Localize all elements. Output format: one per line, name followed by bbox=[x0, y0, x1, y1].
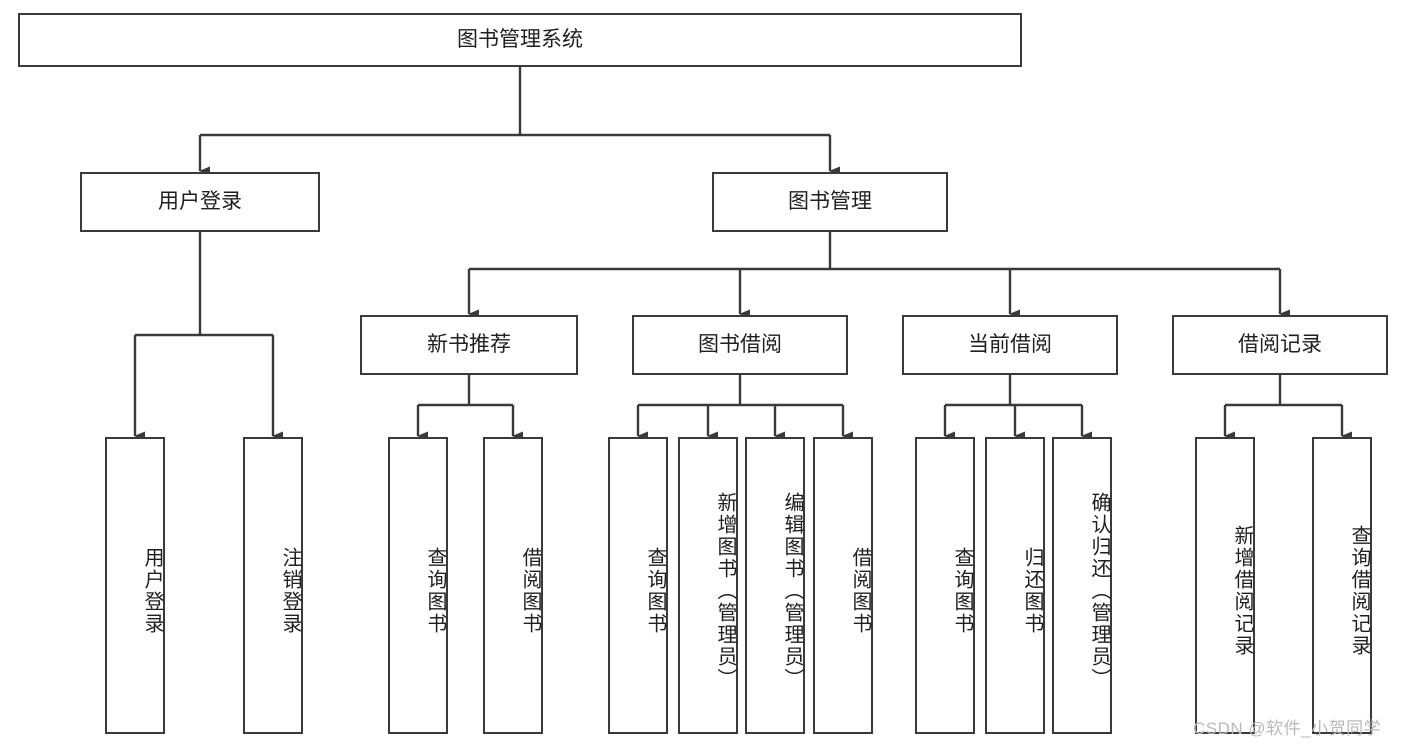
node-borrow[interactable]: 图书借阅 bbox=[632, 315, 848, 375]
node-leaf-cur-return[interactable]: 归还图书 bbox=[985, 437, 1045, 734]
node-label: 新增借阅记录 bbox=[1231, 524, 1253, 657]
node-label: 借阅记录 bbox=[1238, 332, 1322, 356]
node-label: 借阅图书 bbox=[849, 546, 871, 635]
node-label: 当前借阅 bbox=[968, 332, 1052, 356]
node-label: 用户登录 bbox=[158, 189, 242, 213]
node-leaf-user-logout[interactable]: 注销登录 bbox=[243, 437, 303, 734]
watermark-label: CSDN @软件_小贺同学 bbox=[1193, 719, 1382, 738]
node-label: 新书推荐 bbox=[427, 332, 511, 356]
connector-lines bbox=[133, 67, 1352, 441]
node-label: 注销登录 bbox=[279, 546, 301, 635]
node-leaf-bw-query[interactable]: 查询图书 bbox=[608, 437, 668, 734]
node-leaf-rec-add[interactable]: 新增借阅记录 bbox=[1195, 437, 1255, 734]
node-leaf-rec-query[interactable]: 查询借阅记录 bbox=[1312, 437, 1372, 734]
node-leaf-user-login[interactable]: 用户登录 bbox=[105, 437, 165, 734]
node-label: 编辑图书（管理员） bbox=[781, 491, 803, 690]
node-login[interactable]: 用户登录 bbox=[80, 172, 320, 232]
node-label: 查询图书 bbox=[424, 546, 446, 635]
node-bookmgmt[interactable]: 图书管理 bbox=[712, 172, 948, 232]
node-label: 确认归还（管理员） bbox=[1088, 491, 1110, 690]
node-newbooks[interactable]: 新书推荐 bbox=[360, 315, 578, 375]
node-leaf-bw-borrow[interactable]: 借阅图书 bbox=[813, 437, 873, 734]
node-leaf-cur-query[interactable]: 查询图书 bbox=[915, 437, 975, 734]
node-leaf-nb-borrow[interactable]: 借阅图书 bbox=[483, 437, 543, 734]
node-label: 图书管理系统 bbox=[457, 27, 583, 51]
node-records[interactable]: 借阅记录 bbox=[1172, 315, 1388, 375]
node-leaf-cur-confirm[interactable]: 确认归还（管理员） bbox=[1052, 437, 1112, 734]
node-root[interactable]: 图书管理系统 bbox=[18, 13, 1022, 67]
node-label: 新增图书（管理员） bbox=[714, 491, 736, 690]
node-label: 归还图书 bbox=[1021, 546, 1043, 635]
node-leaf-bw-edit[interactable]: 编辑图书（管理员） bbox=[745, 437, 805, 734]
node-label: 借阅图书 bbox=[519, 546, 541, 635]
node-label: 图书管理 bbox=[788, 189, 872, 213]
node-current[interactable]: 当前借阅 bbox=[902, 315, 1118, 375]
node-leaf-nb-query[interactable]: 查询图书 bbox=[388, 437, 448, 734]
node-leaf-bw-add[interactable]: 新增图书（管理员） bbox=[678, 437, 738, 734]
node-label: 查询借阅记录 bbox=[1348, 524, 1370, 657]
node-label: 图书借阅 bbox=[698, 332, 782, 356]
node-label: 查询图书 bbox=[951, 546, 973, 635]
node-label: 用户登录 bbox=[141, 546, 163, 635]
node-label: 查询图书 bbox=[644, 546, 666, 635]
